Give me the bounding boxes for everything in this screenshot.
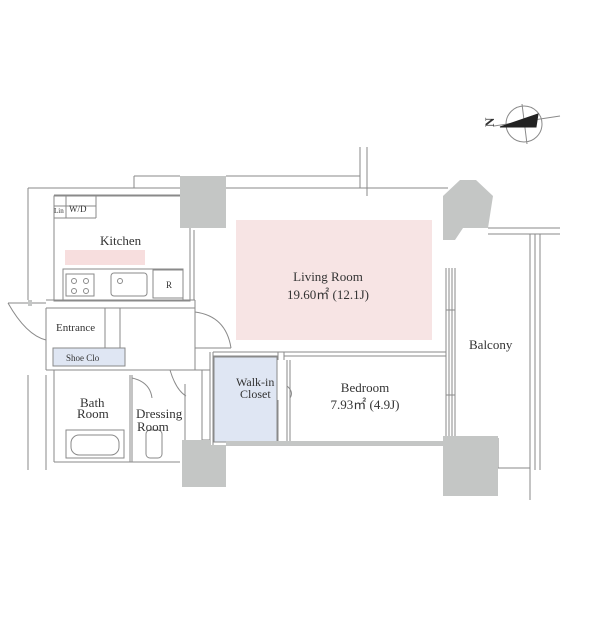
label-living-room: Living Room	[293, 269, 363, 284]
label-linen: Lin	[54, 207, 64, 215]
column-north-east	[443, 180, 493, 240]
living-room-area	[236, 220, 432, 340]
label-balcony: Balcony	[469, 337, 513, 352]
label-walk-in-1: Walk-in	[236, 375, 274, 389]
column-south-east	[443, 436, 498, 496]
label-living-area: 19.60㎡ (12.1J)	[287, 287, 369, 302]
label-shoe-closet: Shoe Clo	[66, 353, 100, 363]
label-dressing-2: Room	[137, 419, 169, 434]
compass: N	[482, 103, 561, 145]
label-dressing-1: Dressing	[136, 406, 183, 421]
kitchen-counter-highlight	[65, 250, 145, 265]
column-south-left	[182, 445, 226, 487]
shoe-closet-area	[52, 347, 126, 367]
compass-north-label: N	[482, 117, 497, 127]
label-walk-in-2: Closet	[240, 387, 271, 401]
label-kitchen: Kitchen	[100, 233, 142, 248]
label-washer: W/D	[69, 204, 87, 214]
label-refrigerator: R	[166, 280, 172, 290]
label-entrance: Entrance	[56, 322, 95, 334]
label-bedroom-area: 7.93㎡ (4.9J)	[331, 397, 400, 412]
structural-walls	[28, 176, 498, 496]
structure-lines	[7, 147, 560, 500]
label-bedroom: Bedroom	[341, 380, 389, 395]
label-bath-1: Bath	[80, 395, 105, 410]
walk-in-closet-area	[213, 356, 278, 443]
column-north-left	[180, 176, 226, 228]
label-bath-2: Room	[77, 406, 109, 421]
